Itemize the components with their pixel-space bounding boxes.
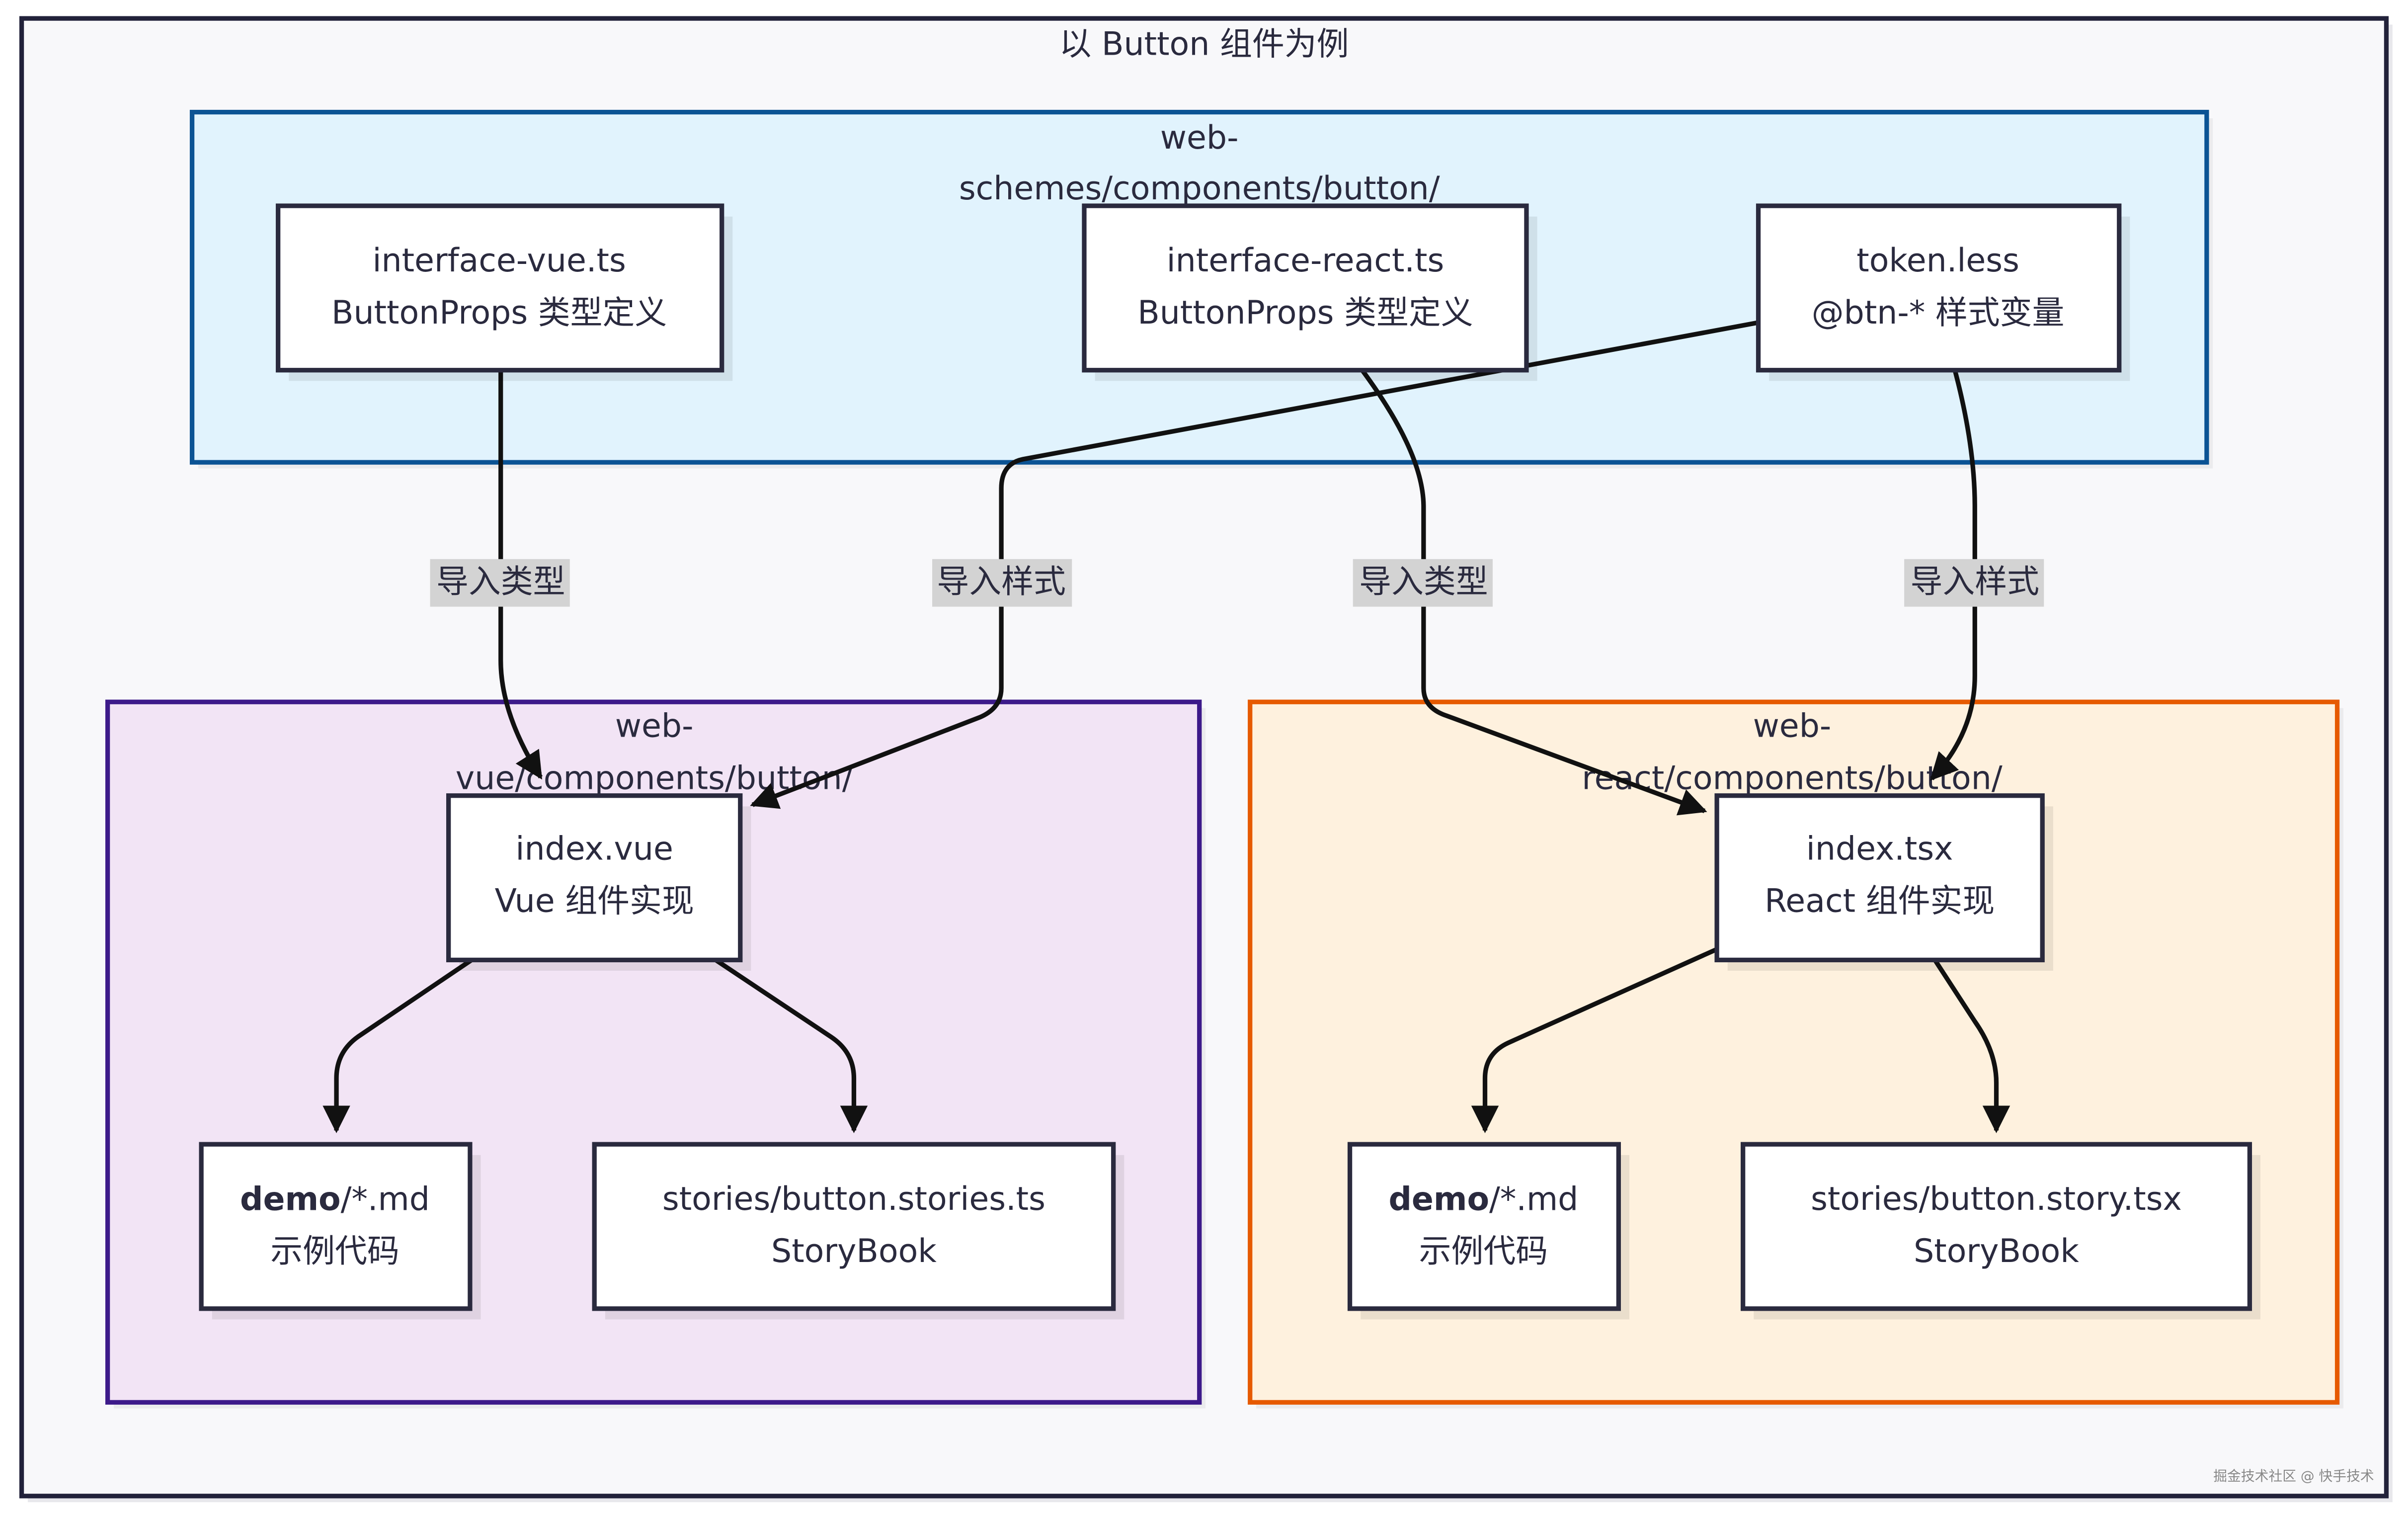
node-demo-react[interactable]: demo/*.md 示例代码 <box>1347 1142 1629 1320</box>
svg-text:stories/button.stories.ts: stories/button.stories.ts <box>662 1180 1045 1218</box>
edge-interface-vue-to-index-vue <box>498 370 543 780</box>
edge-index-tsx-to-stories <box>1933 958 2010 1133</box>
svg-text:StoryBook: StoryBook <box>1914 1233 2079 1270</box>
svg-text:index.tsx: index.tsx <box>1806 831 1953 868</box>
edge-label-import-type-react: 导入类型 <box>1353 559 1493 607</box>
node-index-vue[interactable]: index.vue Vue 组件实现 <box>446 793 751 971</box>
svg-text:示例代码: 示例代码 <box>1419 1233 1548 1270</box>
group-vue-label-1: web- <box>615 707 694 745</box>
edge-label-import-type-vue: 导入类型 <box>430 559 570 607</box>
svg-text:stories/button.story.tsx: stories/button.story.tsx <box>1811 1180 2182 1218</box>
svg-text:StoryBook: StoryBook <box>771 1233 937 1270</box>
svg-text:导入样式: 导入样式 <box>937 563 1066 600</box>
node-token-less[interactable]: token.less @btn-* 样式变量 <box>1756 203 2130 381</box>
svg-text:ButtonProps 类型定义: ButtonProps 类型定义 <box>1137 294 1473 332</box>
svg-text:demo/*.md: demo/*.md <box>1388 1180 1578 1218</box>
svg-text:Vue 组件实现: Vue 组件实现 <box>495 883 694 920</box>
svg-text:interface-react.ts: interface-react.ts <box>1167 242 1445 279</box>
edge-token-to-index-tsx <box>1929 369 1977 781</box>
node-demo-vue[interactable]: demo/*.md 示例代码 <box>199 1142 481 1320</box>
node-interface-vue[interactable]: interface-vue.ts ButtonProps 类型定义 <box>275 203 733 381</box>
edge-label-import-style-react: 导入样式 <box>1904 559 2044 607</box>
svg-text:demo/*.md: demo/*.md <box>240 1180 430 1218</box>
watermark: 掘金技术社区 @ 快手技术 <box>2213 1468 2374 1484</box>
svg-text:导入类型: 导入类型 <box>436 563 565 600</box>
group-schemes-label-1: web- <box>1160 119 1239 157</box>
group-react-label-1: web- <box>1753 707 1832 745</box>
svg-text:导入样式: 导入样式 <box>1911 563 2040 600</box>
node-stories-vue[interactable]: stories/button.stories.ts StoryBook <box>592 1142 1124 1320</box>
node-interface-react[interactable]: interface-react.ts ButtonProps 类型定义 <box>1082 203 1537 381</box>
group-schemes-label-2: schemes/components/button/ <box>959 170 1440 207</box>
svg-text:interface-vue.ts: interface-vue.ts <box>372 242 626 279</box>
svg-text:React 组件实现: React 组件实现 <box>1765 883 1995 920</box>
svg-text:index.vue: index.vue <box>515 831 673 868</box>
svg-text:ButtonProps 类型定义: ButtonProps 类型定义 <box>331 294 667 332</box>
svg-text:导入类型: 导入类型 <box>1359 563 1488 600</box>
edge-index-vue-to-stories <box>714 958 868 1133</box>
svg-text:@btn-* 样式变量: @btn-* 样式变量 <box>1812 294 2065 332</box>
edge-label-import-style-vue: 导入样式 <box>932 559 1072 607</box>
edge-interface-react-to-index-tsx <box>1360 368 1707 816</box>
node-index-tsx[interactable]: index.tsx React 组件实现 <box>1714 793 2053 971</box>
diagram-title: 以 Button 组件为例 <box>1059 25 1349 63</box>
edge-index-vue-to-demo <box>322 958 473 1133</box>
svg-text:示例代码: 示例代码 <box>270 1233 400 1270</box>
node-stories-react[interactable]: stories/button.story.tsx StoryBook <box>1741 1142 2261 1320</box>
svg-text:token.less: token.less <box>1856 242 2019 279</box>
edge-index-tsx-to-demo <box>1471 947 1718 1133</box>
